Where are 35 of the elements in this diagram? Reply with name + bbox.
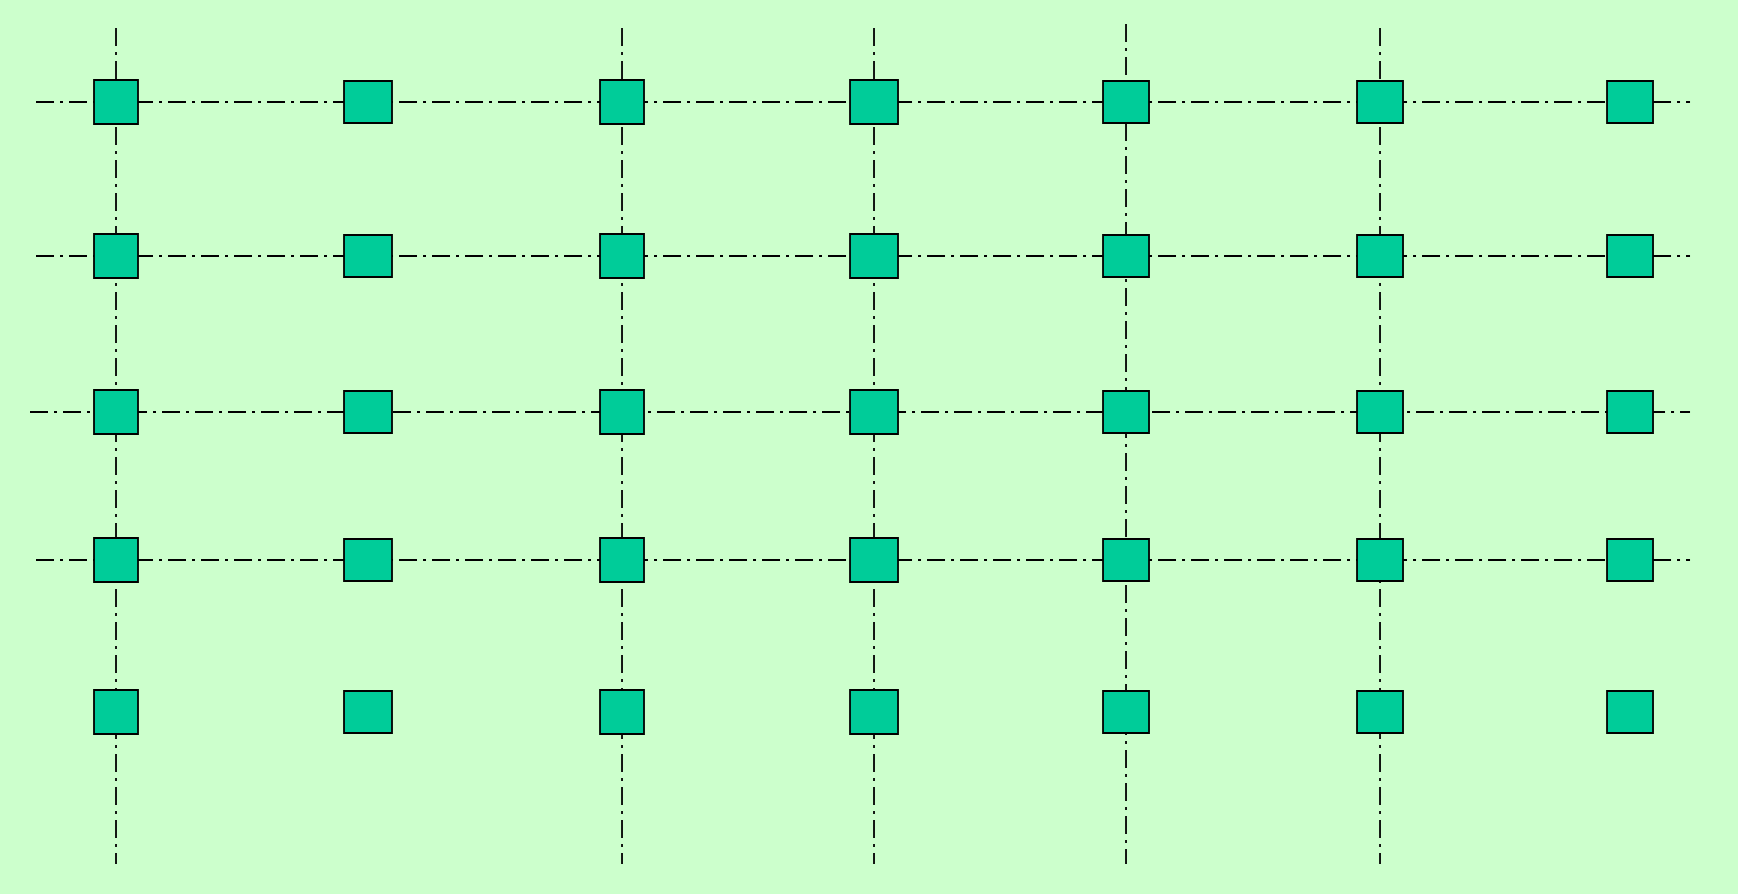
column-square [849, 233, 899, 279]
column-square [343, 234, 393, 278]
column-square [1356, 80, 1404, 124]
column-square [1606, 390, 1654, 434]
column-square [343, 538, 393, 582]
column-square [1102, 234, 1150, 278]
column-square [1606, 80, 1654, 124]
column-square [93, 537, 139, 583]
column-square [343, 690, 393, 734]
column-square [1606, 234, 1654, 278]
column-square [343, 390, 393, 434]
column-square [343, 80, 393, 124]
column-square [1102, 690, 1150, 734]
column-square [1356, 690, 1404, 734]
column-square [849, 79, 899, 125]
column-square [599, 389, 645, 435]
column-square [599, 233, 645, 279]
column-square [93, 389, 139, 435]
column-square [1102, 80, 1150, 124]
column-square [1102, 390, 1150, 434]
column-square [599, 537, 645, 583]
column-square [849, 689, 899, 735]
column-square [1356, 390, 1404, 434]
column-square [849, 389, 899, 435]
column-square [849, 537, 899, 583]
column-square [1102, 538, 1150, 582]
column-square [1606, 538, 1654, 582]
column-square [599, 689, 645, 735]
column-square [1356, 234, 1404, 278]
column-square [599, 79, 645, 125]
column-square [1606, 690, 1654, 734]
column-square [93, 233, 139, 279]
column-square [1356, 538, 1404, 582]
column-square [93, 689, 139, 735]
column-square [93, 79, 139, 125]
